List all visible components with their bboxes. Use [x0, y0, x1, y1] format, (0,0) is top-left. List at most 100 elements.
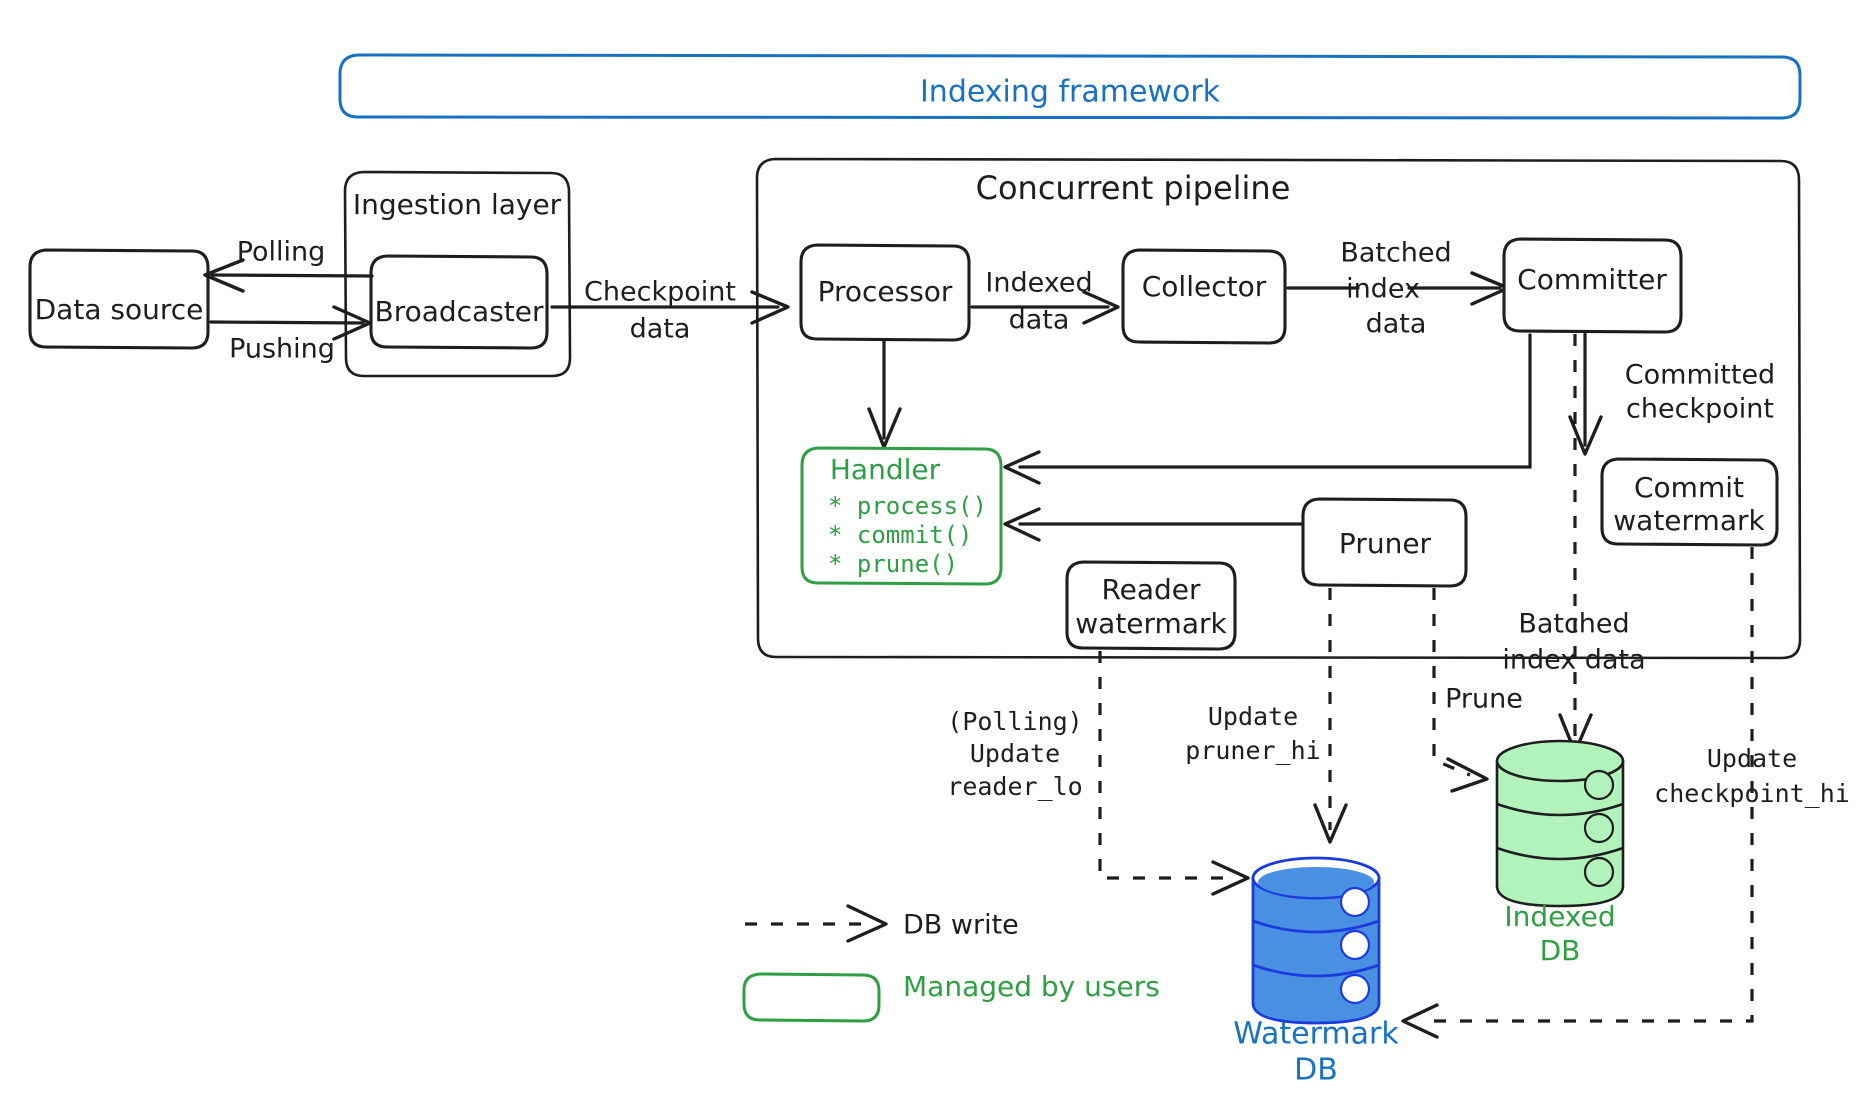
- reader-watermark-label-1: Reader: [1101, 573, 1201, 606]
- polling-label: Polling: [237, 237, 326, 268]
- edge-pruner-to-watermark-db: Update pruner_hi: [1185, 588, 1348, 844]
- handler-method-process: * process(): [828, 492, 987, 520]
- edge-batched-index-data: Batched index data: [1286, 238, 1510, 340]
- edge-committer-to-indexed-db: Batched index data: [1502, 334, 1646, 754]
- watermark-db-dot-2: [1339, 929, 1371, 961]
- node-data-source[interactable]: Data source: [28, 248, 210, 350]
- node-commit-watermark[interactable]: Commit watermark: [1600, 457, 1779, 547]
- db-watermark[interactable]: Watermark DB: [1233, 856, 1399, 1088]
- polling-update-label-3: reader_lo: [947, 772, 1082, 801]
- update-pruner-label-1: Update: [1208, 702, 1298, 731]
- committer-handler-line: [1018, 333, 1532, 469]
- reader-watermark-box: [1065, 560, 1237, 651]
- batched-index-data-2-label-2: index data: [1502, 645, 1645, 676]
- legend-managed-by-users-label: Managed by users: [903, 970, 1160, 1003]
- node-reader-watermark[interactable]: Reader watermark: [1065, 560, 1237, 651]
- checkpoint-data-label-2: data: [630, 314, 691, 345]
- processor-box: [799, 243, 971, 342]
- legend-db-write-label: DB write: [903, 910, 1019, 941]
- checkpoint-hi-arrowhead: [1401, 1003, 1439, 1039]
- pushing-line: [209, 320, 365, 325]
- node-handler[interactable]: Handler * process() * commit() * prune(): [800, 446, 1003, 586]
- indexed-db-divider-1: [1496, 802, 1624, 817]
- batched-index-data-2-label-1: Batched: [1518, 609, 1629, 640]
- ingestion-layer-border: [343, 170, 572, 378]
- legend: DB write Managed by users: [742, 904, 1160, 1023]
- polling-line: [210, 273, 374, 278]
- watermark-db-dot-1: [1339, 886, 1371, 918]
- node-processor[interactable]: Processor: [799, 243, 971, 342]
- indexed-db-label-2: DB: [1540, 934, 1581, 967]
- node-pruner[interactable]: Pruner: [1301, 497, 1468, 588]
- edge-checkpoint-data: Checkpoint data: [550, 277, 790, 345]
- legend-item-managed-by-users: Managed by users: [742, 970, 1160, 1023]
- pruner-hi-arrowhead: [1313, 803, 1348, 844]
- node-committer[interactable]: Committer: [1502, 237, 1683, 334]
- batched-index-data-label-2: index: [1346, 274, 1420, 305]
- indexed-db-dot-2: [1583, 812, 1615, 844]
- concurrent-pipeline-title: Concurrent pipeline: [976, 169, 1291, 207]
- watermark-db-dot-3: [1339, 973, 1371, 1005]
- reader-watermark-label-2: watermark: [1075, 607, 1227, 640]
- data-source-label: Data source: [35, 293, 204, 326]
- indexed-data-arrowhead: [1082, 290, 1120, 325]
- broadcaster-box: [369, 254, 549, 350]
- pruner-handler-arrowhead: [1003, 507, 1041, 542]
- committer-label: Committer: [1517, 263, 1667, 296]
- indexed-db-top: [1495, 739, 1625, 783]
- indexed-db-divider-2: [1496, 846, 1624, 861]
- indexing-framework-border: [338, 53, 1802, 120]
- batched-index-data-label-1: Batched: [1340, 238, 1451, 269]
- watermark-db-divider-1: [1252, 919, 1380, 934]
- polling-update-label-2: Update: [970, 739, 1060, 768]
- pushing-label: Pushing: [229, 334, 335, 365]
- edge-polling: Polling: [203, 237, 374, 293]
- group-indexing-framework: Indexing framework: [338, 53, 1802, 120]
- prune-dashed-line: [1432, 588, 1471, 777]
- committer-box: [1502, 237, 1683, 334]
- watermark-db-divider-2: [1252, 963, 1380, 978]
- committed-checkpoint-arrowhead: [1568, 415, 1603, 456]
- collector-box: [1121, 248, 1287, 345]
- checkpoint-hi-dashed-line: [1430, 547, 1754, 1023]
- pushing-arrowhead: [332, 305, 372, 341]
- commit-watermark-box: [1600, 457, 1779, 547]
- handler-method-prune: * prune(): [828, 550, 958, 578]
- batched-index-data-label-3: data: [1366, 309, 1427, 340]
- legend-green-box: [742, 972, 881, 1023]
- node-broadcaster[interactable]: Broadcaster: [369, 254, 549, 350]
- indexed-db-dot-1: [1583, 769, 1615, 801]
- prune-arrowhead: [1446, 757, 1489, 793]
- group-ingestion-layer: Ingestion layer: [343, 170, 572, 378]
- committed-checkpoint-label-1: Committed: [1625, 360, 1775, 391]
- indexed-data-label-1: Indexed: [985, 268, 1092, 299]
- indexed-data-label-2: data: [1009, 305, 1070, 336]
- checkpoint-data-label-1: Checkpoint: [584, 277, 736, 308]
- handler-title: Handler: [830, 453, 941, 486]
- polling-arrowhead: [203, 258, 245, 293]
- update-checkpoint-label-2: checkpoint_hi: [1654, 779, 1850, 808]
- edge-pruner-prune-to-indexed-db: Prune: [1432, 588, 1523, 793]
- group-concurrent-pipeline: Concurrent pipeline: [755, 157, 1802, 660]
- node-collector[interactable]: Collector: [1121, 248, 1287, 345]
- edge-commit-watermark-to-watermark-db: Update checkpoint_hi: [1401, 547, 1850, 1039]
- ingestion-layer-title: Ingestion layer: [353, 188, 562, 221]
- committed-checkpoint-label-2: checkpoint: [1626, 394, 1774, 425]
- legend-item-db-write: DB write: [745, 904, 1019, 943]
- concurrent-pipeline-border: [755, 157, 1802, 660]
- edge-committer-to-handler: [1003, 333, 1532, 485]
- indexed-db-dot-3: [1583, 856, 1615, 888]
- db-indexed[interactable]: Indexed DB: [1495, 739, 1625, 967]
- pruner-label: Pruner: [1339, 527, 1432, 560]
- indexed-db-label-1: Indexed: [1504, 900, 1615, 933]
- polling-update-label-1: (Polling): [947, 707, 1082, 736]
- committer-handler-arrowhead: [1003, 450, 1041, 485]
- edge-pushing: Pushing: [209, 305, 372, 365]
- indexing-framework-title: Indexing framework: [920, 75, 1221, 110]
- edge-reader-watermark-to-watermark-db: (Polling) Update reader_lo: [947, 651, 1250, 896]
- checkpoint-data-arrowhead: [750, 290, 790, 325]
- reader-lo-dashed-line: [1098, 651, 1236, 880]
- update-pruner-label-2: pruner_hi: [1185, 736, 1320, 765]
